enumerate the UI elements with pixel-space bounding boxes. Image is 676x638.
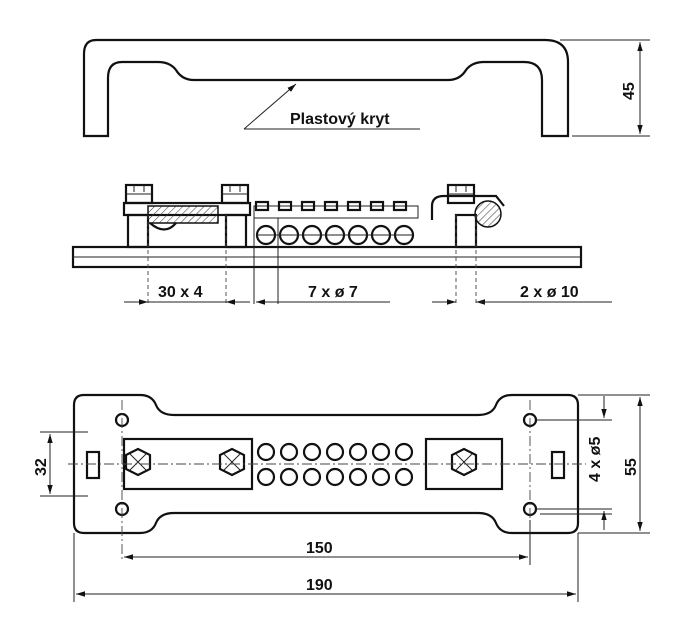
- left-post-b: [224, 213, 248, 249]
- plan-base-outline: [72, 393, 580, 535]
- right-post: [454, 213, 478, 249]
- middle-terminal-row: [253, 200, 419, 246]
- hex-screw-3: [450, 447, 478, 477]
- dim-45-label: 45: [621, 82, 638, 100]
- plastic-cover-view: Plastový kryt 45: [82, 38, 650, 138]
- dim-150-label: 150: [306, 540, 333, 557]
- dim-4x5-label: 4 x ø5: [587, 437, 604, 482]
- small-screw-grid: [256, 442, 414, 487]
- hex-screw-2: [218, 447, 246, 477]
- dim-30x4-label: 30 x 4: [158, 284, 203, 301]
- side-view: 30 x 4 7 x ø 7 2 x ø 10: [71, 183, 612, 305]
- slot-left: [85, 450, 101, 480]
- left-hatched-section: [147, 205, 219, 224]
- plan-view: 32 4 x ø5 55 150 190: [33, 393, 650, 602]
- left-clamp-curve: [149, 222, 177, 231]
- slot-right: [550, 450, 566, 480]
- left-post-a: [126, 213, 150, 249]
- dim-2x10-label: 2 x ø 10: [520, 284, 579, 301]
- cover-label: Plastový kryt: [290, 111, 390, 128]
- dim-190-label: 190: [306, 577, 333, 594]
- right-clamp-hook: [430, 194, 505, 220]
- dim-55-label: 55: [623, 458, 640, 476]
- dim-32-label: 32: [33, 458, 50, 476]
- dim-7x7-label: 7 x ø 7: [308, 284, 358, 301]
- hex-screw-1: [124, 447, 152, 477]
- right-hatched-wire: [474, 200, 502, 228]
- cover-leader-line: [243, 83, 297, 130]
- cover-outline: [82, 38, 570, 138]
